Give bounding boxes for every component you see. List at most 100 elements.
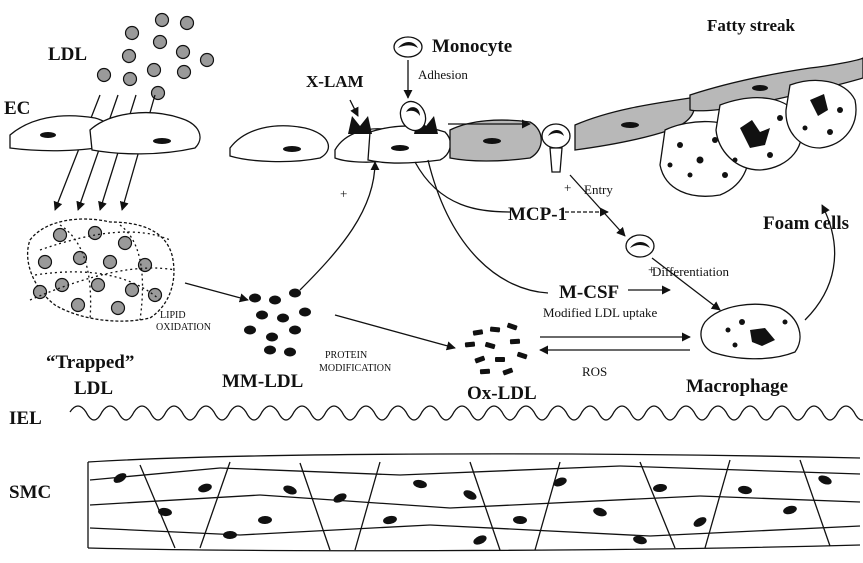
smc-boundary <box>90 468 220 480</box>
smc-boundary <box>240 525 430 535</box>
mm-ldl-particles <box>244 289 311 357</box>
ldl-particle <box>34 286 47 299</box>
smc-nucleus <box>782 504 798 515</box>
protein-modification-arrow <box>335 315 455 348</box>
ldl-particle <box>39 256 52 269</box>
smc-nucleus <box>592 506 608 518</box>
oxidation-label: OXIDATION <box>156 322 211 333</box>
plus-sign-entry: + <box>564 180 571 195</box>
mm-ldl-particle <box>284 348 296 357</box>
ldl-particle <box>156 14 169 27</box>
ox-ldl-particle <box>474 355 485 363</box>
ox-ldl-particle <box>465 342 475 348</box>
smc-nucleus <box>817 474 833 487</box>
smc-nucleus <box>472 533 488 546</box>
foam-cells-label: Foam cells <box>763 213 849 234</box>
ros-label: ROS <box>582 364 607 379</box>
smc-boundary <box>620 466 860 474</box>
smc-nucleus <box>258 516 272 524</box>
ox-ldl-particle <box>480 369 490 375</box>
ox-ldl-particle <box>490 327 500 333</box>
ldl-particle <box>148 64 161 77</box>
ldl-particle <box>72 299 85 312</box>
m-csf-curve <box>428 160 548 293</box>
ldl-particle <box>89 227 102 240</box>
mm-ldl-particle <box>277 314 289 323</box>
ldl-particle <box>92 279 105 292</box>
smc-nucleus <box>197 482 213 494</box>
trapped-ldl-cluster <box>28 219 175 321</box>
ox-ldl-particle <box>485 342 496 350</box>
entry-label: Entry <box>584 182 613 197</box>
smc-nucleus <box>653 483 668 492</box>
m-csf-label: M-CSF <box>559 282 619 303</box>
x-lam-label: X-LAM <box>306 72 364 91</box>
ldl-label-top: LDL <box>48 44 87 65</box>
mm-ldl-particle <box>299 308 311 317</box>
macrophage-cell <box>701 304 800 358</box>
mm-ldl-particle <box>249 294 261 303</box>
smooth-muscle-layer <box>88 454 860 551</box>
smc-boundary <box>260 495 450 508</box>
ldl-particle <box>98 69 111 82</box>
mm-ldl-particle <box>266 333 278 342</box>
smc-nucleus <box>412 479 427 490</box>
ldl-particle <box>154 36 167 49</box>
smc-boundary <box>140 465 175 548</box>
oxidation-arrow <box>185 283 248 300</box>
monocyte-top <box>394 37 430 135</box>
plus-sign-differentiation: + <box>648 262 655 277</box>
fatty-streak-label: Fatty streak <box>707 16 796 35</box>
smc-nucleus <box>513 516 527 525</box>
ldl-particle <box>152 87 165 100</box>
mm-ldl-particle <box>256 311 268 320</box>
smc-boundary <box>705 460 730 548</box>
mm-ldl-particle <box>264 346 276 355</box>
smc-boundary <box>535 462 560 550</box>
smc-nucleus <box>223 531 237 539</box>
ldl-particle <box>112 302 125 315</box>
smc-nucleus <box>692 515 708 529</box>
ox-ldl-label: Ox-LDL <box>467 383 537 404</box>
ox-ldl-particle <box>517 352 528 360</box>
modified-ldl-uptake-label: Modified LDL uptake <box>543 305 658 320</box>
ldl-particle <box>126 27 139 40</box>
macrophage-label: Macrophage <box>686 376 788 397</box>
lipid-label: LIPID <box>160 310 186 321</box>
ldl-particle <box>126 284 139 297</box>
protein-label: PROTEIN <box>325 350 367 361</box>
ox-ldl-particle <box>502 367 513 375</box>
mm-ldl-particle <box>244 326 256 335</box>
ldl-particle <box>54 229 67 242</box>
smc-label: SMC <box>9 482 51 503</box>
trapped-label: “Trapped” <box>46 352 134 373</box>
differentiation-label: Differentiation <box>652 264 730 279</box>
mm-ldl-to-ec-arrow <box>300 162 375 290</box>
ox-ldl-particle <box>507 323 518 331</box>
ldl-particle <box>123 50 136 63</box>
mm-ldl-label: MM-LDL <box>222 371 303 392</box>
smc-boundary <box>90 528 240 535</box>
smc-nucleus <box>158 507 173 517</box>
ec-label: EC <box>4 98 30 119</box>
monocyte-subendothelial <box>626 235 654 257</box>
smc-nucleus <box>332 491 348 504</box>
smc-nucleus <box>112 471 128 485</box>
monocyte-entry <box>542 124 570 172</box>
smc-boundary <box>355 462 380 550</box>
smc-nucleus <box>552 476 568 488</box>
ldl-label-bottom: LDL <box>74 378 113 399</box>
mm-ldl-particle <box>289 289 301 298</box>
smc-boundary <box>220 468 400 475</box>
smc-boundary <box>700 496 860 502</box>
mm-ldl-particle <box>289 326 301 335</box>
modification-label: MODIFICATION <box>319 363 391 374</box>
mcp1-label: MCP-1 <box>508 204 567 225</box>
ldl-particle <box>181 17 194 30</box>
ox-ldl-particle <box>510 339 520 345</box>
ox-ldl-particles <box>465 323 528 376</box>
plus-sign-ec: + <box>340 186 347 201</box>
internal-elastic-lamina <box>70 406 863 420</box>
smc-nucleus <box>382 515 397 526</box>
